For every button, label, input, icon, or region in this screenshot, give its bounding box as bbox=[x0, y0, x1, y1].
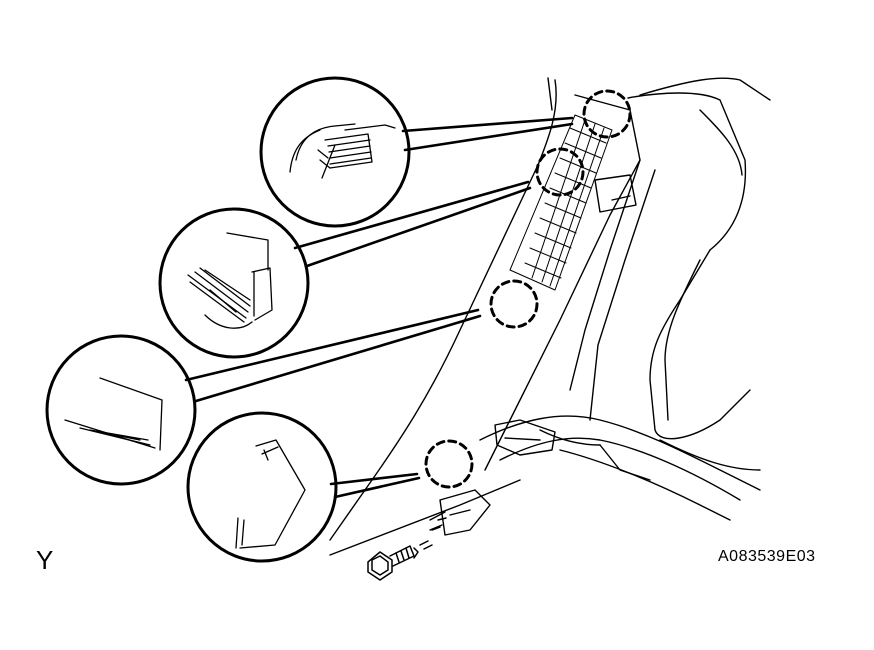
detail-callout-4 bbox=[186, 411, 338, 563]
clip-marker-1 bbox=[582, 89, 632, 139]
figure-code: A083539E03 bbox=[718, 548, 816, 565]
detail-callout-1 bbox=[259, 76, 411, 228]
vent-grille bbox=[509, 114, 613, 291]
clip-location-markers bbox=[424, 89, 632, 489]
clip-marker-4 bbox=[424, 439, 474, 489]
view-label: Y bbox=[36, 545, 54, 575]
leader-lines bbox=[184, 116, 574, 499]
clip-marker-2 bbox=[535, 147, 585, 197]
detail-callout-2 bbox=[158, 207, 310, 359]
clip-marker-3 bbox=[489, 279, 539, 329]
bolt-icon bbox=[367, 517, 447, 581]
detail-callout-3 bbox=[45, 334, 197, 486]
